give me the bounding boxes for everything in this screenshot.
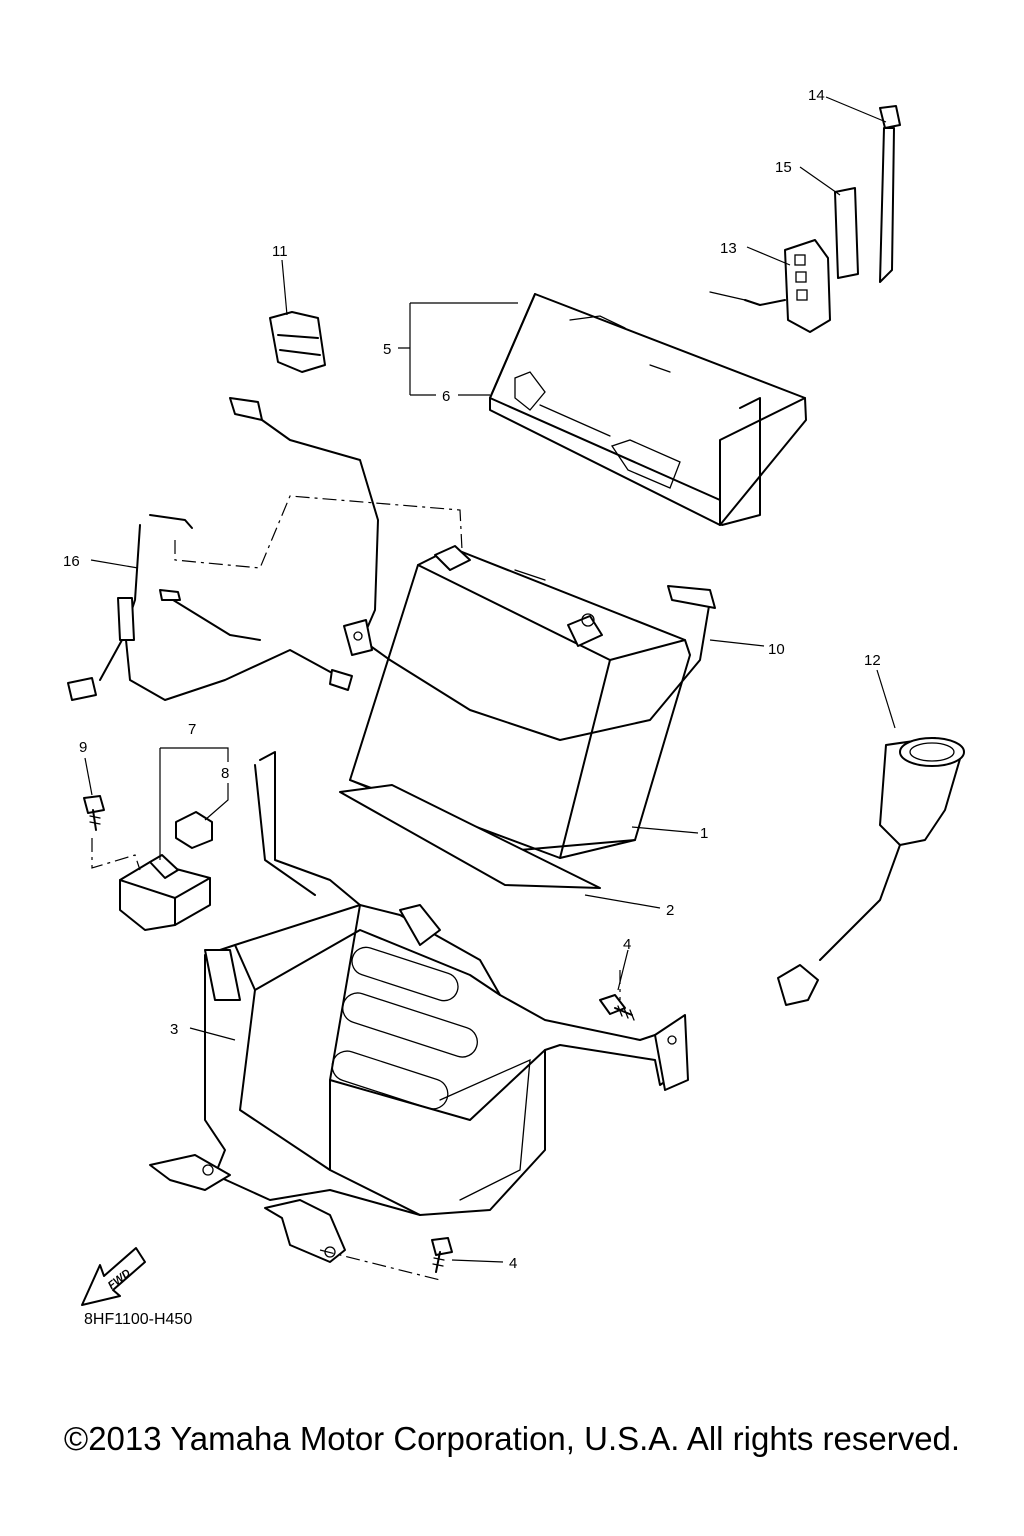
wire-harness [67,514,353,701]
bolt-upper [599,994,635,1021]
battery-cable [229,397,716,741]
leader-lines [84,96,896,1263]
callout-2: 2 [666,902,674,919]
callout-labels: 1 2 3 4 4 5 6 7 8 9 10 11 12 13 14 15 16 [63,87,881,1272]
starter-relay [119,811,213,931]
callout-14: 14 [808,87,825,104]
callout-8: 8 [221,765,229,782]
callout-9: 9 [79,739,87,756]
copyright-notice: ©2013 Yamaha Motor Corporation, U.S.A. A… [64,1420,960,1457]
pad [834,187,859,279]
callout-3: 3 [170,1021,178,1038]
callout-1: 1 [700,825,708,842]
fwd-arrow-icon: FWD [81,1247,146,1306]
cable-tie [879,105,901,283]
callout-12: 12 [864,652,881,669]
battery-pad [339,784,601,889]
cable-clamp [269,311,326,373]
callout-11: 11 [272,243,288,260]
battery-cover [489,293,807,526]
callout-7: 7 [188,721,196,738]
callout-6: 6 [442,388,450,405]
battery-bracket [149,751,689,1263]
callout-10: 10 [768,641,785,658]
diagram-code: 8HF1100-H450 [84,1311,192,1328]
callout-13: 13 [720,240,737,257]
assembly-lines [91,495,621,1281]
callout-15: 15 [775,159,792,176]
callout-4-lower: 4 [509,1255,517,1272]
battery [349,545,691,859]
dc-socket [777,737,965,1006]
sensor [709,239,831,333]
callout-5: 5 [383,341,391,358]
callout-16: 16 [63,553,80,570]
bolt-relay [83,795,105,831]
callout-4-upper: 4 [623,936,631,953]
bolt-lower [431,1237,453,1273]
